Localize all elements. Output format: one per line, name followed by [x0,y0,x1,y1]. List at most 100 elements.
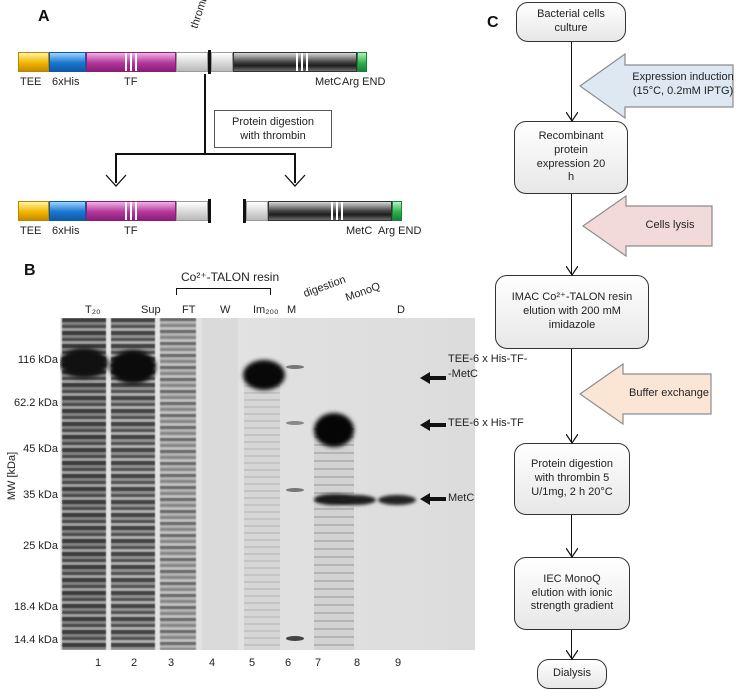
resin-label: Co²⁺-TALON resin [181,270,280,284]
lane-8-metc-band [336,495,376,505]
lane-number-4: 4 [209,657,216,669]
marker-band [286,488,304,492]
cut-end-marker [243,199,246,223]
label-arg-end: Arg END [378,225,422,237]
lane-number-6: 6 [285,657,292,669]
arg-end-segment [392,201,402,221]
lane-label-monoq: MonoQ [343,280,382,304]
mw-18: 18.4 kDa [13,601,58,613]
lane-9-metc-band [378,495,416,505]
mw-116: 116 kDa [17,354,58,366]
side-arrow-expression [579,53,734,119]
cut-end-marker [208,199,211,223]
label-metc: MetC [346,225,373,237]
arrow-left-icon [420,493,446,505]
side-arrow-buffer-exchange [579,363,712,425]
digestion-box: Protein digestion with thrombin [214,110,332,148]
label-his: 6xHis [52,76,80,88]
arrow-down-icon [566,434,578,444]
lane-number-9: 9 [395,657,402,669]
lane-number-3: 3 [168,657,175,669]
panel-a-label: A [38,8,50,25]
arrow-left-icon [420,419,446,431]
resin-bracket-left [176,288,177,295]
linker-segment-2 [211,52,233,72]
tf-segment [86,201,176,221]
metc-segment [233,52,357,72]
lane-label-m: M [287,304,297,316]
lane-label-t20: T₂₀ [85,304,101,316]
step-imac: IMAC Co²⁺-TALON resin elution with 200 m… [495,275,649,349]
sds-page-gel-image [60,318,475,650]
lane-5-main-band [243,360,285,390]
his-tag-segment [49,52,86,72]
resin-bracket [176,288,271,289]
linker-segment [176,52,208,72]
label-tf: TF [124,76,138,88]
lane-number-1: 1 [95,657,102,669]
arrow-down-icon [566,650,578,660]
side-step-lysis-text: Cells lysis [645,219,695,231]
step-culture: Bacterial cells culture [516,2,626,42]
step-thrombin-digestion: Protein digestion with thrombin 5 U/1mg,… [514,443,630,515]
side-step-expression-text: Expression induction (15°C, 0.2mM IPTG) [632,71,734,98]
lane-label-ft: FT [182,304,196,316]
panel-c-label: C [487,14,499,31]
lane-1-main-band [60,348,108,378]
mw-35: 35 kDa [23,489,58,501]
lane-4-bands [202,318,238,650]
label-his: 6xHis [52,225,80,237]
lane-number-8: 8 [354,657,361,669]
tf-segment [86,52,176,72]
mw-25: 25 kDa [23,540,58,552]
step-iec-monoq: IEC MonoQ elution with ionic strength gr… [514,557,630,630]
lane-7-bands [314,428,354,650]
lane-7-tf-band [314,413,354,447]
lane-label-im200: Im₂₀₀ [253,304,279,316]
arrow-down-icon [105,174,127,187]
label-tee: TEE [20,76,42,88]
lane-5-bands [244,378,280,650]
metc-segment [268,201,392,221]
lane-label-sup: Sup [141,304,161,316]
label-tf: TF [124,225,138,237]
panel-b-label: B [24,262,36,279]
step-dialysis: Dialysis [537,659,607,689]
split-line [115,153,295,155]
thrombin-site-marker [208,50,211,74]
side-arrow-lysis [582,195,713,257]
lane-label-d: D [397,304,405,316]
linker-segment [246,201,268,221]
linker-segment [176,201,208,221]
flow-line [571,40,573,660]
lane-label-w: W [220,304,231,316]
arrow-left-icon [420,372,446,384]
mw-45: 45 kDa [23,443,58,455]
marker-band [286,636,304,641]
band-label-metc: MetC [448,492,475,504]
tee-segment [18,201,49,221]
lane-number-2: 2 [131,657,138,669]
arrow-down-icon [566,112,578,122]
arrow-down-icon [566,266,578,276]
split-right [294,153,296,183]
band-label-tee-his-tf: TEE-6 x His-TF [448,417,524,429]
label-arg-end: Arg END [342,76,386,88]
side-step-buffer-text: Buffer exchange [629,387,709,399]
step-expression: Recombinant protein expression 20 h [514,121,628,194]
marker-band [286,421,304,425]
arg-end-segment [357,52,367,72]
lane-number-5: 5 [249,657,256,669]
his-tag-segment [49,201,86,221]
mw-14: 14.4 kDa [13,634,58,646]
lane-7-metc-band [314,494,354,505]
lane-number-7: 7 [315,657,322,669]
arrow-down-icon [566,548,578,558]
label-tee: TEE [20,225,42,237]
label-metc: MetC [315,76,342,88]
split-left [115,153,117,183]
tee-segment [18,52,49,72]
lane-3-bands [160,318,196,650]
thrombin-label: thrombin [188,0,214,30]
marker-band [286,365,304,369]
